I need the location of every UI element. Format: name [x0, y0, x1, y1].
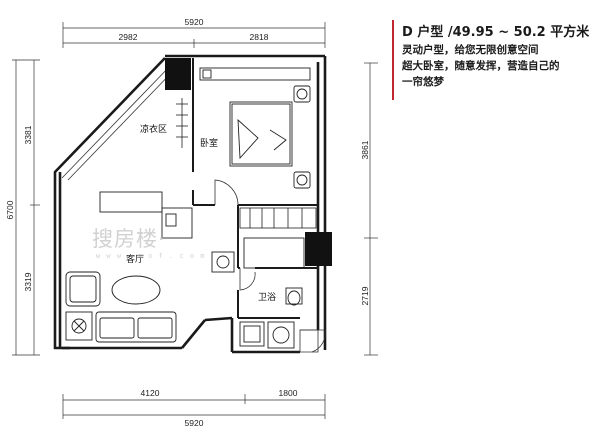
watermark-text: 搜房楼· — [92, 227, 166, 251]
entrance-door-swing — [300, 329, 326, 353]
column-mid — [305, 232, 332, 266]
watermark-subtext: w w w . s o f . c o m — [96, 252, 206, 260]
balcony-glazing — [61, 63, 177, 181]
dim-bottom-left: 4120 — [141, 388, 160, 398]
top-dimensions — [62, 22, 326, 48]
dim-right-bottom: 2719 — [360, 286, 370, 305]
bedroom-door — [214, 179, 239, 206]
unit-title: D 户型 /49.95 ~ 50.2 平方米 — [402, 25, 590, 40]
unit-slogan-line-2: 超大卧室，随意发挥，营造自己的 — [402, 60, 560, 72]
dim-top-left: 2982 — [119, 32, 138, 42]
bottom-dimensions — [62, 394, 326, 419]
accent-bar — [392, 20, 394, 100]
room-label-bath: 卫浴 — [258, 292, 276, 303]
dim-left-top: 3381 — [23, 125, 33, 144]
unit-slogan-line-3: 一帘悠梦 — [402, 76, 444, 88]
column-top — [165, 58, 191, 90]
interior-walls — [192, 58, 318, 319]
right-dimensions — [364, 62, 378, 356]
dim-top-right: 2818 — [250, 32, 269, 42]
dim-right-top: 3861 — [360, 140, 370, 159]
wardrobe — [239, 207, 317, 229]
dim-left-total: 6700 — [5, 200, 15, 219]
unit-slogan-line-1: 灵动户型，给您无限创意空间 — [402, 44, 539, 56]
entrance-door — [299, 329, 319, 353]
floor-plan: 5920 2982 2818 6700 3381 3319 3861 2719 … — [5, 17, 378, 428]
room-label-living: 客厅 — [126, 253, 144, 265]
dim-left-bottom: 3319 — [23, 272, 33, 291]
clothes-rack — [176, 98, 188, 148]
dim-top-total: 5920 — [185, 17, 204, 27]
bath-fixtures — [239, 287, 303, 349]
room-label-bedroom: 卧室 — [200, 137, 218, 149]
living-furniture — [65, 271, 177, 343]
bedroom-furniture — [199, 67, 311, 189]
outer-walls — [53, 54, 327, 354]
left-dimensions — [12, 59, 40, 356]
dim-bottom-total: 5920 — [185, 418, 204, 428]
bath-door — [239, 268, 256, 291]
kitchen-counter — [99, 191, 305, 273]
room-label-laundry: 凉衣区 — [140, 123, 167, 135]
dim-bottom-right: 1800 — [279, 388, 298, 398]
